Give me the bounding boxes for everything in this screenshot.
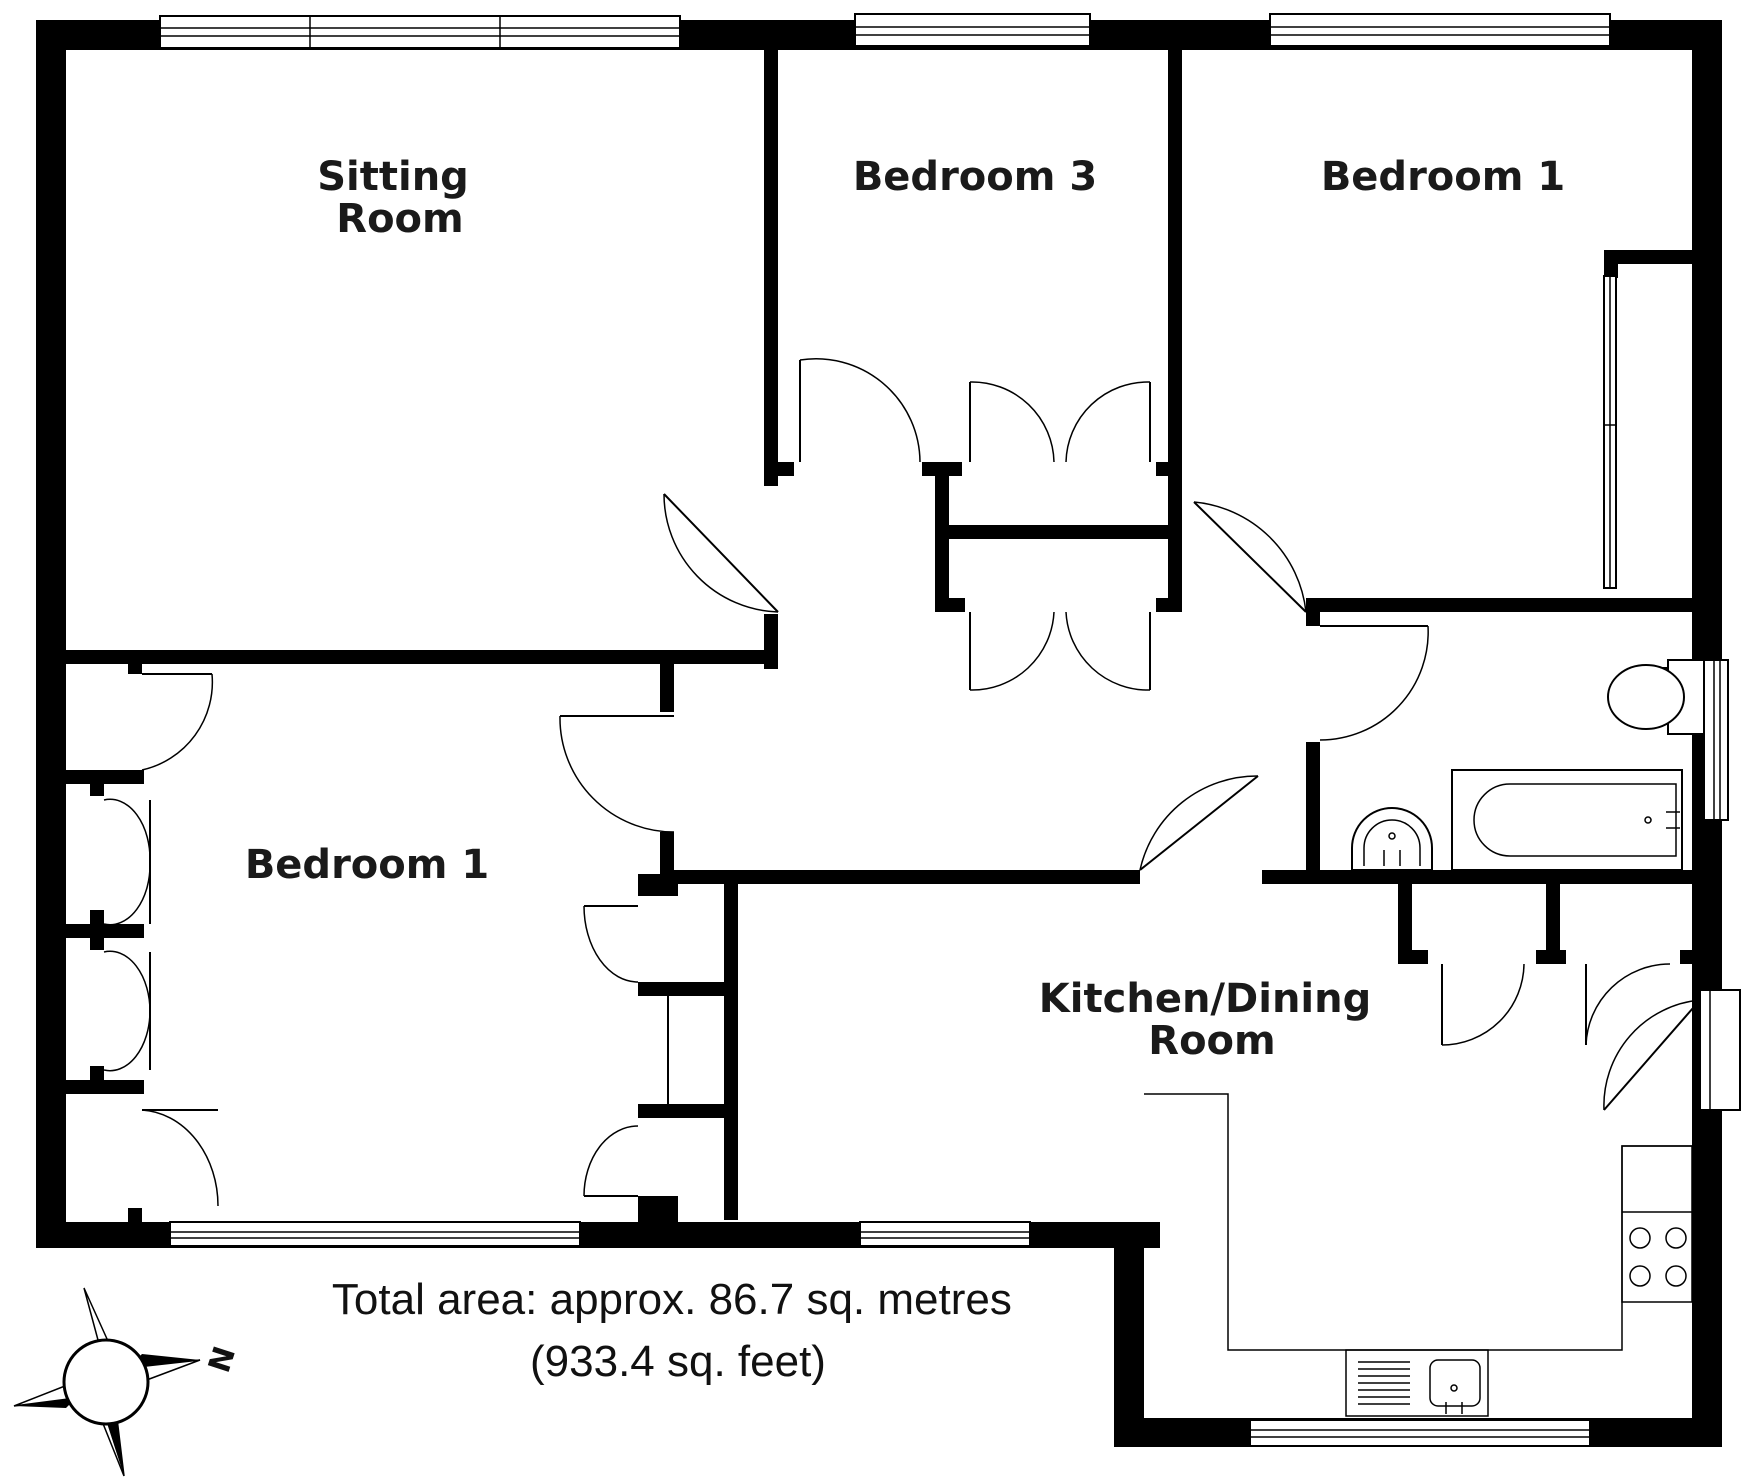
bath-icon	[1451, 769, 1683, 871]
hob-icon	[1629, 1227, 1687, 1287]
kitchen-worktop	[1144, 1093, 1693, 1351]
bedroom-1-left-label: Bedroom 1	[245, 842, 489, 888]
interior-walls	[60, 40, 1716, 1222]
compass-rose-icon: N	[13, 1287, 243, 1477]
windows	[159, 13, 1741, 1447]
basin-icon	[1351, 807, 1433, 871]
total-area-label: Total area: approx. 86.7 sq. metres (933…	[332, 1275, 1024, 1386]
bedroom-1-top-label: Bedroom 1	[1321, 154, 1565, 200]
bedroom-wardrobe	[1603, 275, 1617, 589]
doors	[103, 358, 1701, 1207]
bedroom-3-label: Bedroom 3	[853, 154, 1097, 200]
toilet-icon	[1607, 659, 1705, 735]
kitchen-dining-label: Kitchen/Dining Room	[1039, 976, 1385, 1064]
compass-north-label: N	[202, 1342, 243, 1377]
sitting-room-label: Sitting Room	[317, 154, 483, 242]
sink-icon	[1345, 1349, 1489, 1417]
